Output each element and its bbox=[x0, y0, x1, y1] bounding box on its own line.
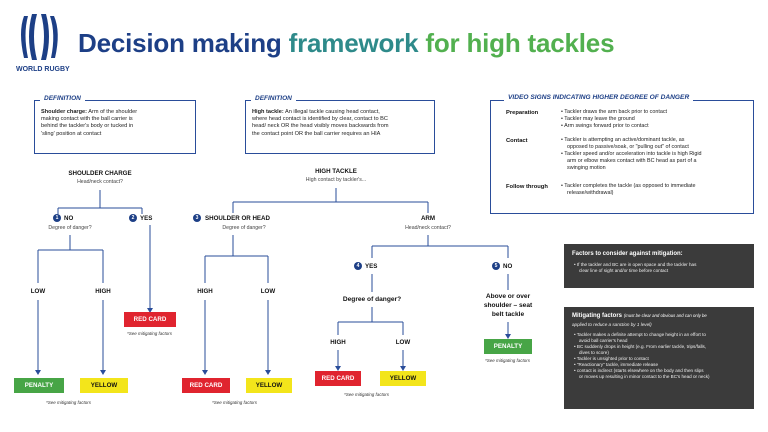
factors-against-items: • If the tackler and BC are in open spac… bbox=[574, 262, 697, 273]
outcome-red-card: RED CARD bbox=[182, 378, 230, 393]
outcome-yellow-card: YELLOW bbox=[380, 371, 426, 386]
video-row-items: • Tackler draws the arm back prior to co… bbox=[561, 109, 668, 129]
see-mitigating-note: *See mitigating factors bbox=[344, 392, 390, 397]
node-sc-high: HIGH bbox=[95, 288, 111, 295]
mitigating-factors-title: Mitigating factors (must be clear and ob… bbox=[572, 313, 707, 319]
video-row-label: Preparation bbox=[506, 110, 539, 116]
definition-line: Arm of the shoulder bbox=[88, 109, 138, 115]
video-row-items: • Tackler is attempting an active/domina… bbox=[561, 137, 702, 171]
video-signs-heading: VIDEO SIGNS INDICATING HIGHER DEGREE OF … bbox=[504, 94, 694, 101]
node-shoulder-charge: SHOULDER CHARGE bbox=[68, 170, 132, 177]
node-sh-low: LOW bbox=[260, 288, 276, 295]
outcome-yellow-card: YELLOW bbox=[80, 378, 128, 393]
step-number-badge: 3 bbox=[193, 214, 201, 222]
definition-shoulder-charge-text: Shoulder charge: Arm of the shoulder mak… bbox=[41, 109, 191, 138]
mitigating-factors-items: • Tackler makes a definite attempt to ch… bbox=[574, 332, 710, 379]
title-part-1: Decision making bbox=[78, 28, 289, 58]
definition-shoulder-charge-box bbox=[34, 100, 196, 154]
world-rugby-logo: WORLD RUGBY bbox=[14, 12, 70, 76]
definition-line: behind the tackler's body or tucked in bbox=[41, 123, 134, 130]
page-title: Decision making framework for high tackl… bbox=[78, 28, 615, 59]
outcome-penalty: PENALTY bbox=[484, 339, 532, 354]
step-number-badge: 2 bbox=[129, 214, 137, 222]
node-shoulder-charge-question: Head/neck contact? bbox=[77, 179, 123, 185]
definition-heading: DEFINITION bbox=[40, 95, 85, 102]
definition-term: Shoulder charge: bbox=[41, 109, 88, 115]
definition-term: High tackle: bbox=[252, 109, 284, 115]
definition-heading: DEFINITION bbox=[251, 95, 296, 102]
title-part-2: framework bbox=[288, 28, 426, 58]
node-sh-high: HIGH bbox=[197, 288, 213, 295]
video-signs-box bbox=[490, 100, 754, 214]
definition-line: the contact point OR the ball carrier re… bbox=[252, 130, 381, 137]
definition-line: head/ neck OR the head visibly moves bac… bbox=[252, 123, 389, 130]
rugby-ball-icon bbox=[21, 14, 58, 60]
node-arm-question: Head/neck contact? bbox=[405, 225, 451, 231]
node-arm-no: NO bbox=[503, 263, 513, 270]
node-arm-yes-question: Degree of danger? bbox=[342, 296, 402, 303]
step-number-badge: 1 bbox=[53, 214, 61, 222]
factors-against-mitigation-box bbox=[564, 244, 754, 288]
step-number-badge: 4 bbox=[354, 262, 362, 270]
node-high-tackle-question: High contact by tackler's... bbox=[305, 177, 367, 183]
node-shoulder-or-head: SHOULDER OR HEAD bbox=[205, 215, 270, 222]
step-number-badge: 5 bbox=[492, 262, 500, 270]
video-row-label: Contact bbox=[506, 138, 528, 144]
node-sc-no-question: Degree of danger? bbox=[48, 225, 92, 231]
title-part-3: for high tackles bbox=[425, 28, 615, 58]
node-ay-low: LOW bbox=[395, 339, 411, 346]
outcome-penalty: PENALTY bbox=[14, 378, 64, 393]
node-arm: ARM bbox=[420, 215, 436, 222]
factors-against-title: Factors to consider against mitigation: bbox=[572, 251, 683, 257]
node-sc-low: LOW bbox=[30, 288, 46, 295]
definition-high-tackle-text: High tackle: An illegal tackle causing h… bbox=[252, 109, 432, 138]
video-row-label: Follow through bbox=[506, 184, 548, 190]
logo-text: WORLD RUGBY bbox=[16, 66, 70, 73]
see-mitigating-note: *See mitigating factors bbox=[485, 358, 531, 363]
outcome-red-card: RED CARD bbox=[124, 312, 176, 327]
mitigating-factors-box bbox=[564, 307, 754, 409]
node-shoulder-or-head-question: Degree of danger? bbox=[222, 225, 266, 231]
outcome-red-card: RED CARD bbox=[315, 371, 361, 386]
node-high-tackle: HIGH TACKLE bbox=[315, 168, 357, 175]
node-arm-yes: YES bbox=[365, 263, 378, 270]
node-ay-high: HIGH bbox=[330, 339, 346, 346]
node-sc-yes: YES bbox=[140, 215, 153, 222]
video-row-items: • Tackler completes the tackle (as oppos… bbox=[561, 183, 696, 196]
see-mitigating-note: *See mitigating factors bbox=[46, 400, 92, 405]
mitigating-title-note: applied to reduce a sanction by 1 level) bbox=[572, 322, 652, 327]
definition-line: An illegal tackle causing head contact, bbox=[284, 109, 380, 115]
definition-line: making contact with the ball carrier is bbox=[41, 116, 133, 123]
see-mitigating-note: *See mitigating factors bbox=[212, 400, 258, 405]
definition-line: 'sling' position at contact bbox=[41, 130, 102, 137]
see-mitigating-note: *See mitigating factors bbox=[127, 331, 173, 336]
node-seat-belt-tackle: Above or over shoulder – seat belt tackl… bbox=[483, 293, 533, 318]
outcome-yellow-card: YELLOW bbox=[246, 378, 292, 393]
definition-line: where head contact is identified by clea… bbox=[252, 116, 388, 123]
definition-high-tackle-box bbox=[245, 100, 435, 154]
node-sc-no: NO bbox=[64, 215, 74, 222]
